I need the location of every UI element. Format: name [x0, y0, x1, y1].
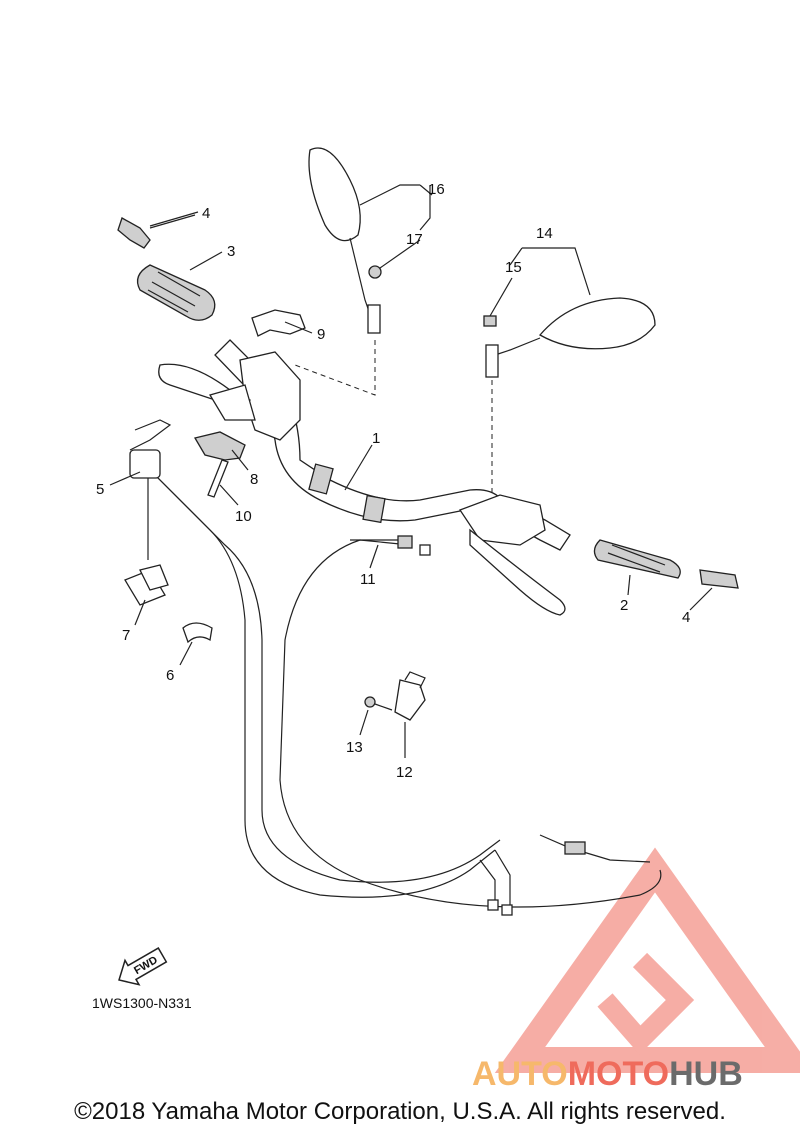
label-part-7: 7 [122, 627, 130, 644]
cable-part-11 [279, 535, 662, 908]
label-part-16: 16 [428, 181, 445, 198]
watermark-hub: HUB [669, 1055, 743, 1093]
label-part-5: 5 [96, 481, 104, 498]
label-part-6: 6 [166, 667, 174, 684]
label-part-14: 14 [536, 225, 553, 242]
holder-part-9 [251, 309, 306, 337]
watermark-logo-icon [494, 847, 800, 1073]
cable-assembly-left [129, 419, 501, 898]
clamp-part-6 [182, 622, 213, 644]
drawing-code: 1WS1300-N331 [92, 995, 192, 1011]
right-grip [593, 539, 681, 579]
label-part-17: 17 [406, 231, 423, 248]
left-grip [136, 264, 216, 321]
label-part-1: 1 [372, 430, 380, 447]
holder-part-8 [193, 431, 246, 461]
bolt-part-10 [207, 459, 229, 498]
screw-part-13 [364, 696, 393, 711]
label-part-4-left: 4 [202, 205, 210, 222]
right-end-weight [699, 569, 739, 589]
watermark-auto: AUTO [472, 1055, 568, 1093]
label-part-4-right: 4 [682, 609, 690, 626]
left-mirror [294, 147, 382, 396]
label-part-15: 15 [505, 259, 522, 276]
label-part-11: 11 [360, 571, 376, 588]
right-lever-assembly [459, 494, 566, 616]
fwd-arrow-icon: FWD [118, 947, 168, 986]
label-part-12: 12 [396, 764, 413, 781]
label-part-10: 10 [235, 508, 252, 525]
label-part-9: 9 [317, 326, 325, 343]
clamp-part-7 [124, 564, 169, 606]
leader-lines [109, 184, 713, 758]
switch-part-12 [394, 671, 426, 721]
watermark-text: AUTOMOTOHUB [472, 1055, 743, 1093]
label-part-8: 8 [250, 471, 258, 488]
label-part-13: 13 [346, 739, 363, 756]
handlebar [214, 339, 571, 551]
left-end-weight [117, 217, 151, 249]
copyright-notice: ©2018 Yamaha Motor Corporation, U.S.A. A… [74, 1098, 726, 1125]
label-part-3: 3 [227, 243, 235, 260]
watermark-moto: MOTO [568, 1055, 669, 1093]
cable-ends [479, 834, 651, 916]
label-part-2: 2 [620, 597, 628, 614]
left-switch-assembly [158, 351, 301, 441]
right-mirror [483, 297, 656, 495]
